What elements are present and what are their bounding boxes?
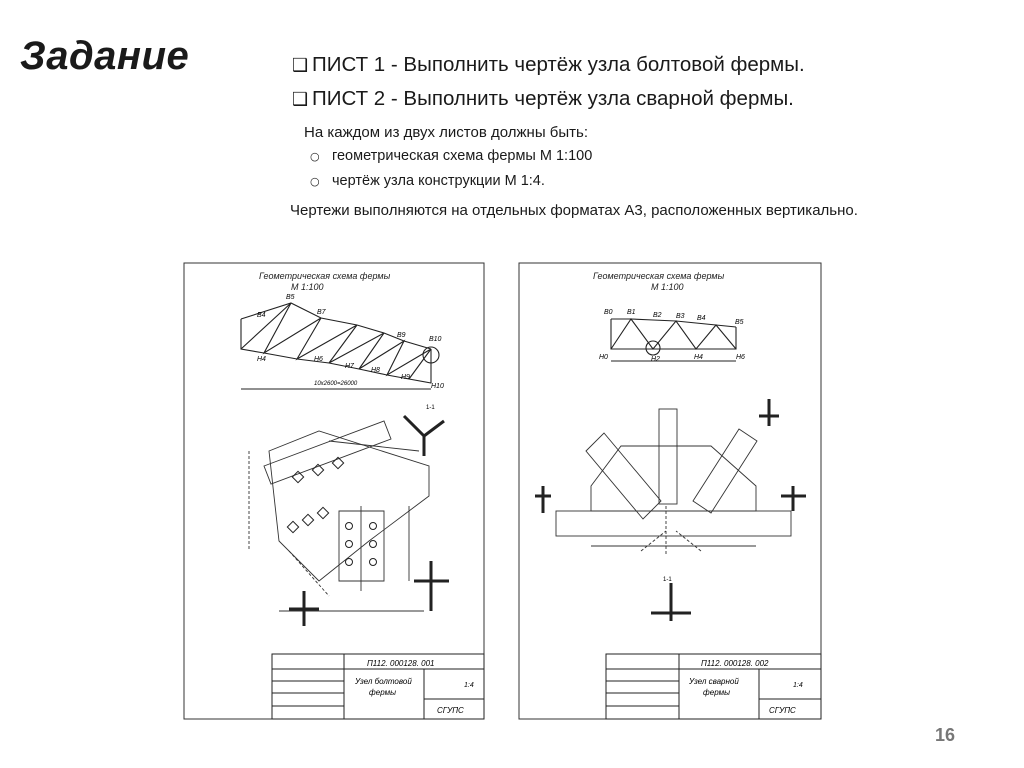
scheme-scale: М 1:100 [651,282,684,292]
section-label: 1-1 [426,405,435,411]
title-block [271,653,485,720]
section-label: 1-1 [663,577,672,583]
requirements-intro: На каждом из двух листов должны быть: [304,124,588,141]
sheet-frame [518,262,822,720]
sheet-frame [183,262,485,720]
scheme-title: Геометрическая схема фермы [259,271,391,281]
profile-sections [289,414,449,626]
task-item-sheet-1: ❑ПИСТ 1 - Выполнить чертёж узла болтовой… [292,48,1002,82]
task-item-label: ПИСТ 1 - Выполнить чертёж узла болтовой … [312,53,805,76]
node-label: B7 [317,309,327,316]
requirement-item: ○ геометрическая схема фермы М 1:100 [310,144,1002,169]
node-label: H4 [694,354,703,361]
checkbox-bullet-icon: ❑ [292,89,309,110]
node-label: B9 [397,332,406,339]
stamp-title: фермы [369,688,396,697]
circle-bullet-icon: ○ [310,150,320,163]
page-number: 16 [935,725,956,745]
task-list: ❑ПИСТ 1 - Выполнить чертёж узла болтовой… [290,48,1002,222]
node-label: B0 [604,309,613,316]
stamp-scale: 1:4 [464,682,474,689]
task-item-label: ПИСТ 2 - Выполнить чертёж узла сварной ф… [312,87,794,110]
bolted-truss-drawing: Геометрическая схема фермы М 1:100 B4 B5… [183,262,485,720]
stamp-scale: 1:4 [793,682,803,689]
stamp-code: П112. 000128. 001 [367,659,434,668]
drawing-sheet-welded: Геометрическая схема фермы М 1:100 B0 B1… [511,251,827,723]
task-item-sheet-2: ❑ПИСТ 2 - Выполнить чертёж узла сварной … [292,82,1002,116]
truss-scheme [240,302,440,390]
circle-bullet-icon: ○ [310,175,320,188]
node-label: B5 [735,319,744,326]
slide-title: Задание [20,34,190,78]
node-label: H6 [314,356,323,363]
node-label: B2 [653,312,662,319]
node-label: B3 [676,313,685,320]
stamp-title: Узел сварной [688,677,739,686]
bolt-holes [286,456,377,566]
node-label: H9 [401,374,410,381]
drawing-sheet-bolted: Геометрическая схема фермы М 1:100 B4 B5… [169,251,490,723]
title-block [605,653,822,720]
stamp-organization: СГУПС [437,706,464,715]
node-label: B5 [286,294,295,301]
node-label: H8 [371,367,380,374]
node-label: B4 [697,315,706,322]
truss-scheme [610,318,737,362]
requirement-label: чертёж узла конструкции М 1:4. [332,173,545,189]
stamp-organization: СГУПС [769,706,796,715]
node-label: H6 [736,354,745,361]
checkbox-bullet-icon: ❑ [292,55,309,76]
requirement-label: геометрическая схема фермы М 1:100 [332,148,593,164]
welded-truss-drawing: Геометрическая схема фермы М 1:100 B0 B1… [518,262,822,720]
profile-sections [535,399,806,621]
node-label: B1 [627,309,636,316]
stamp-title: фермы [703,688,730,697]
stamp-code: П112. 000128. 002 [701,659,769,668]
format-note: Чертежи выполняются на отдельных формата… [290,202,858,219]
scheme-title: Геометрическая схема фермы [593,271,725,281]
node-label: H10 [431,383,444,390]
stamp-title: Узел болтовой [354,677,412,686]
bolted-node-drawing [248,420,430,612]
node-label: B10 [429,336,442,343]
node-label: B4 [257,312,266,319]
requirement-item: ○ чертёж узла конструкции М 1:4. [310,169,1002,194]
node-label: H2 [651,356,660,363]
dimension-label: 10х2600=26000 [314,381,358,387]
node-label: H4 [257,356,266,363]
welded-node-drawing [555,408,792,556]
node-label: H0 [599,354,608,361]
node-label: H7 [345,363,355,370]
scheme-scale: М 1:100 [291,282,324,292]
